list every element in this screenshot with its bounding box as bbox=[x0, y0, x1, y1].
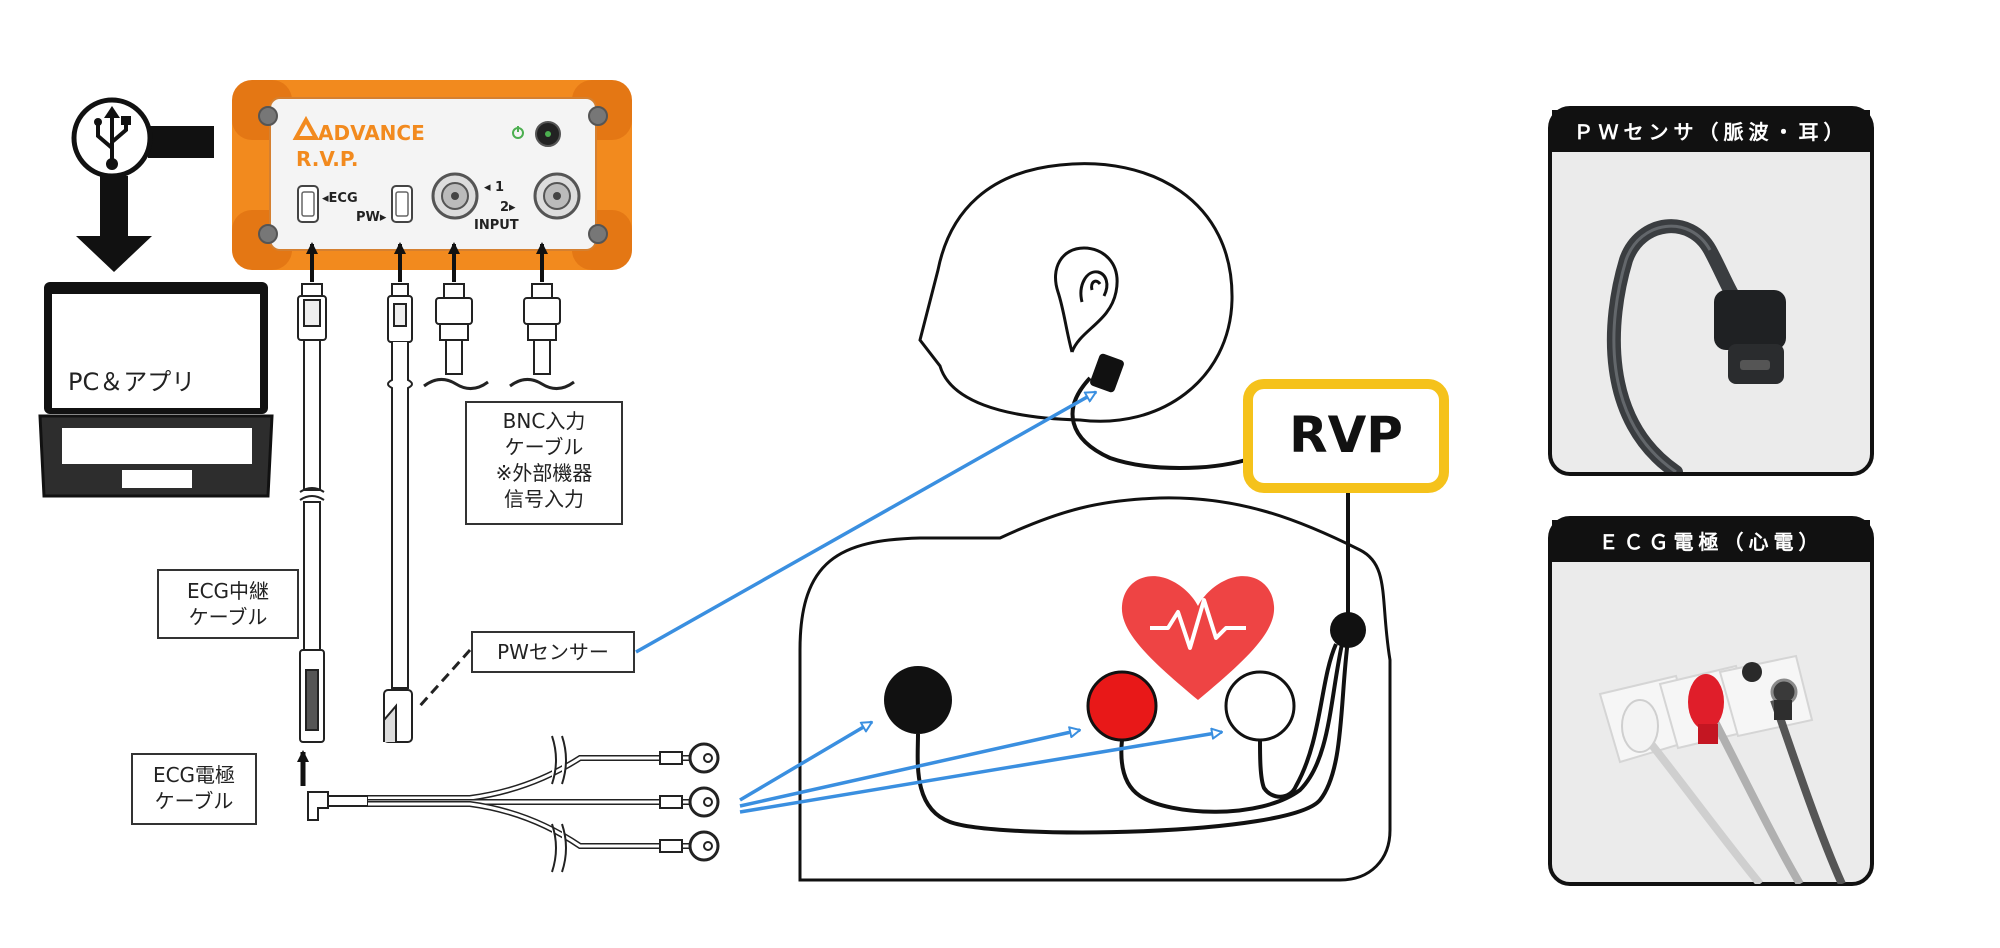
bnc-label-line-2: ケーブル bbox=[505, 435, 584, 459]
device-brand: ADVANCE bbox=[318, 121, 425, 145]
electrode-red bbox=[1086, 670, 1158, 742]
usb-icon bbox=[71, 97, 214, 179]
device-model: R.V.P. bbox=[296, 147, 358, 171]
ecg-relay-label-line-1: ECG中継 bbox=[187, 579, 269, 603]
cable-arrows bbox=[306, 242, 548, 282]
laptop-icon bbox=[38, 282, 274, 498]
bnc-port-2[interactable] bbox=[533, 172, 581, 220]
bnc-label-line-4: 信号入力 bbox=[504, 487, 584, 511]
lead-junction bbox=[1330, 612, 1366, 648]
ear-sensor-cable bbox=[1070, 376, 1247, 470]
ecg-electrode-label-line-1: ECG電極 bbox=[153, 763, 235, 787]
bnc-cable-2 bbox=[509, 283, 575, 390]
arrow-to-red-electrode bbox=[739, 730, 1080, 808]
electrode-white bbox=[1224, 670, 1296, 742]
usb-to-pc-arrow bbox=[76, 176, 152, 272]
arrow-to-white-electrode bbox=[739, 732, 1222, 814]
pc-label: PC＆アプリ bbox=[68, 368, 195, 396]
rvp-box-label: RVP bbox=[1289, 406, 1403, 464]
pw-sensor-label-box: PWセンサー bbox=[471, 631, 635, 673]
red-snap-photo bbox=[1688, 674, 1724, 730]
ecg-port[interactable] bbox=[297, 185, 319, 223]
pw-sensor-leader bbox=[416, 648, 472, 710]
pw-port[interactable] bbox=[391, 185, 413, 223]
bnc-label-box: BNC入力 ケーブル ※外部機器 信号入力 bbox=[465, 401, 623, 525]
panel-ecg-electrode-title: ＥＣＧ電極（心電） bbox=[1599, 530, 1824, 554]
bnc-label-line-3: ※外部機器 bbox=[496, 461, 593, 485]
bnc-cable-1 bbox=[423, 283, 489, 390]
ecg-electrode-cable bbox=[297, 735, 720, 873]
port-2-label: 2▸ bbox=[500, 200, 516, 215]
pw-sensor-label: PWセンサー bbox=[497, 640, 609, 664]
port-1-label: ◂ 1 bbox=[484, 180, 504, 195]
port-ecg-label: ◂ECG bbox=[322, 191, 358, 206]
ecg-relay-label-box: ECG中継 ケーブル bbox=[157, 569, 299, 639]
power-icon bbox=[512, 126, 524, 139]
pw-sensor-photo-clip bbox=[1714, 290, 1786, 350]
head-outline bbox=[918, 162, 1234, 423]
input-label: INPUT bbox=[474, 218, 519, 233]
panel-ecg-electrode: ＥＣＧ電極（心電） bbox=[1548, 516, 1874, 886]
panel-pw-sensor: ＰＷセンサ（脈波・耳） bbox=[1548, 106, 1874, 476]
ecg-leads bbox=[915, 490, 1350, 835]
bnc-label-line-1: BNC入力 bbox=[503, 409, 586, 433]
ear-icon bbox=[1054, 246, 1119, 353]
arrow-pw-to-ear bbox=[635, 390, 1096, 654]
ecg-electrode-label-box: ECG電極 ケーブル bbox=[131, 753, 257, 825]
panel-pw-sensor-title: ＰＷセンサ（脈波・耳） bbox=[1574, 120, 1849, 144]
blue-arrows bbox=[635, 390, 1222, 814]
ecg-relay-label-line-2: ケーブル bbox=[189, 605, 268, 629]
rvp-box: RVP bbox=[1243, 379, 1449, 493]
ecg-electrode-label-line-2: ケーブル bbox=[155, 789, 234, 813]
rvp-device bbox=[232, 80, 632, 270]
advance-logo-icon bbox=[292, 115, 320, 140]
pw-cable bbox=[383, 283, 413, 743]
bnc-port-1[interactable] bbox=[431, 172, 479, 220]
heart-pulse-icon bbox=[1121, 576, 1275, 700]
ear-sensor bbox=[1090, 353, 1124, 393]
ecg-relay-cable bbox=[297, 283, 327, 743]
port-pw-label: PW▸ bbox=[356, 210, 387, 225]
white-snap-photo bbox=[1621, 699, 1659, 753]
arrow-to-black-electrode bbox=[739, 720, 872, 802]
electrode-black bbox=[884, 666, 952, 734]
